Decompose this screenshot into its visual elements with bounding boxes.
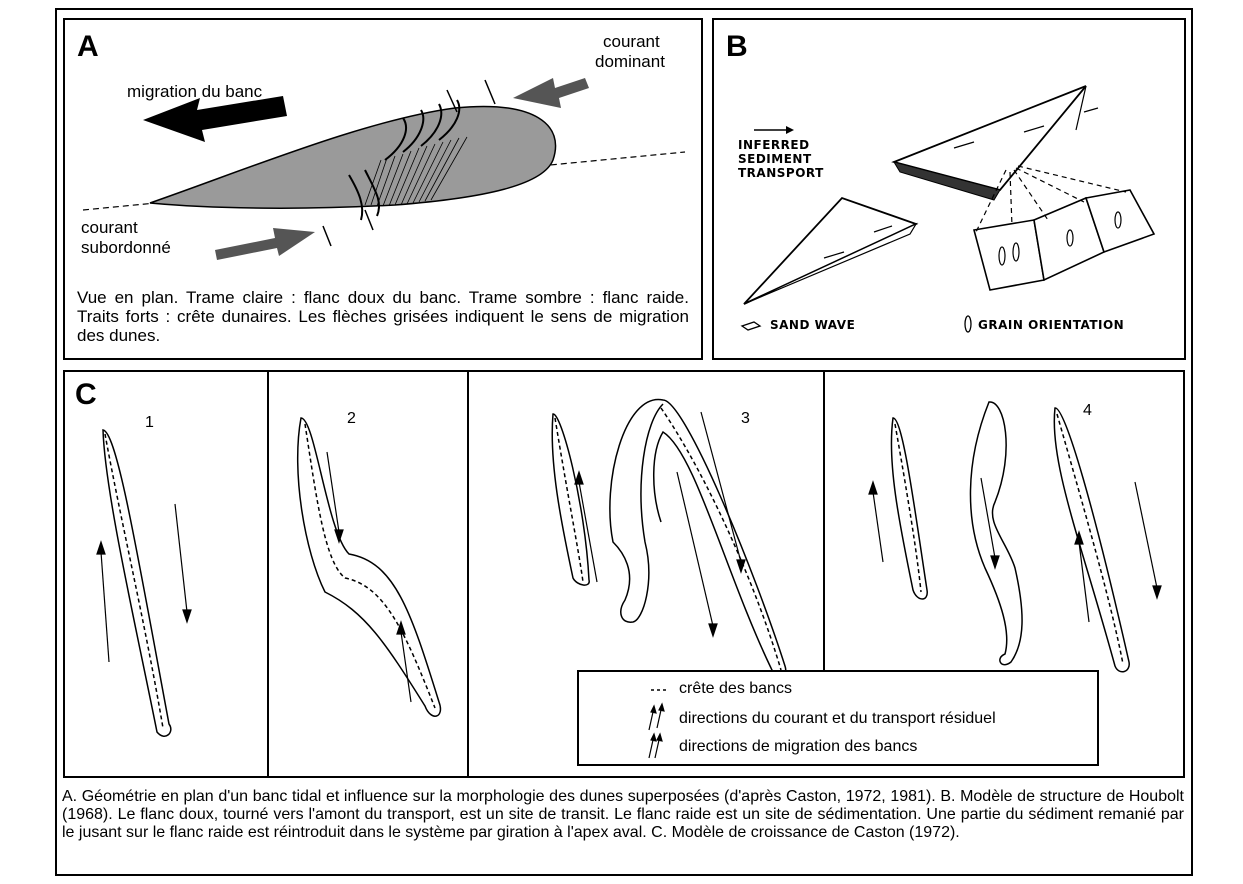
panel-b: B INFERRED SEDIMENT TRANSPORT	[712, 18, 1186, 360]
legend-current-label: directions du courant et du transport ré…	[679, 710, 996, 728]
legend-migration-label: directions de migration des bancs	[679, 738, 917, 756]
legend-crest-label: crête des bancs	[679, 680, 792, 698]
legend-icons	[579, 672, 639, 768]
tidal-bank-plan-view	[65, 20, 701, 270]
legend-sand-wave: SAND WAVE	[770, 318, 855, 332]
panel-c-legend: crête des bancs directions du courant et…	[577, 670, 1099, 766]
houbolt-block-model	[714, 20, 1184, 350]
panel-c: C 1 2 3 4	[63, 370, 1185, 778]
legend-grain-orientation: GRAIN ORIENTATION	[978, 318, 1124, 332]
figure-caption: A. Géométrie en plan d'un banc tidal et …	[62, 788, 1184, 842]
panel-a-caption: Vue en plan. Trame claire : flanc doux d…	[77, 288, 689, 345]
panel-a: A migration du banc courant dominant cou…	[63, 18, 703, 360]
